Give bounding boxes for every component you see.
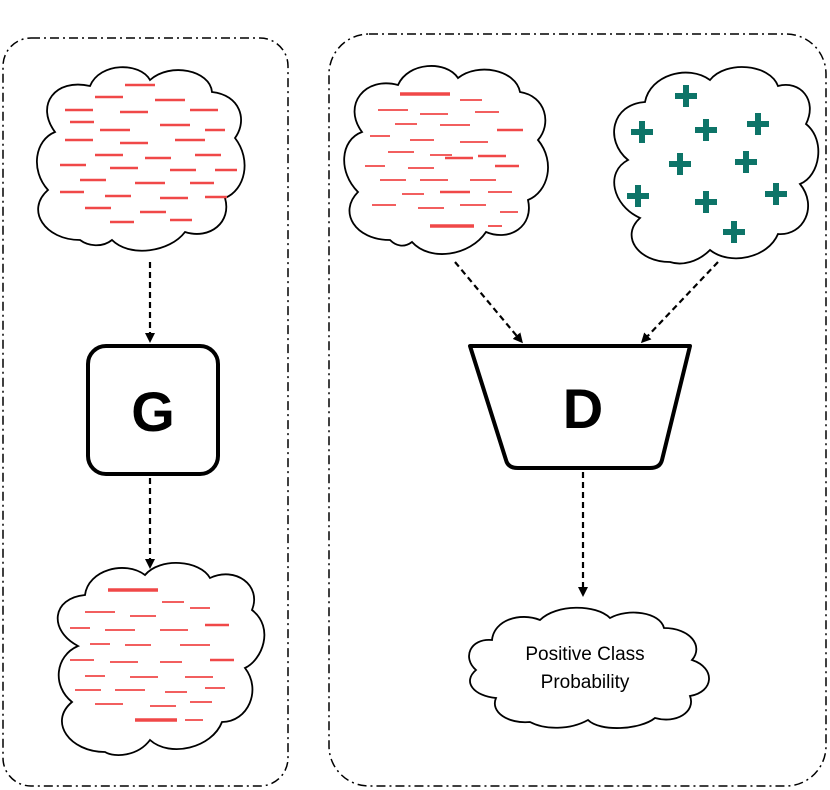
output-cloud — [468, 606, 710, 729]
generated-dashes — [70, 588, 234, 722]
plus-icon — [723, 221, 745, 243]
generated-samples-cloud — [56, 562, 266, 756]
plus-icon — [669, 153, 691, 175]
output-label-line1: Positive Class — [525, 644, 644, 665]
real-negative-cloud — [343, 65, 549, 255]
generator-panel — [2, 37, 289, 787]
real-negative-dashes — [365, 92, 523, 228]
arrow-negatives-to-discriminator — [454, 261, 523, 344]
output-label-line2: Probability — [541, 672, 630, 693]
plus-icon — [675, 85, 697, 107]
plus-icon — [735, 151, 757, 173]
discriminator-shape — [468, 344, 692, 470]
plus-icon — [695, 191, 717, 213]
plus-icon — [627, 185, 649, 207]
generator-box — [86, 344, 220, 476]
plus-icon — [695, 119, 717, 141]
real-positive-cloud — [613, 66, 820, 265]
generator-label: G — [131, 380, 175, 443]
noise-cloud — [36, 66, 246, 252]
noise-dashes — [60, 83, 237, 224]
plus-icon — [631, 121, 653, 143]
discriminator-label: D — [563, 377, 603, 440]
plus-icon — [747, 113, 769, 135]
plus-icon — [765, 183, 787, 205]
real-positive-plus-signs — [627, 85, 787, 243]
arrow-positives-to-discriminator — [640, 261, 719, 344]
